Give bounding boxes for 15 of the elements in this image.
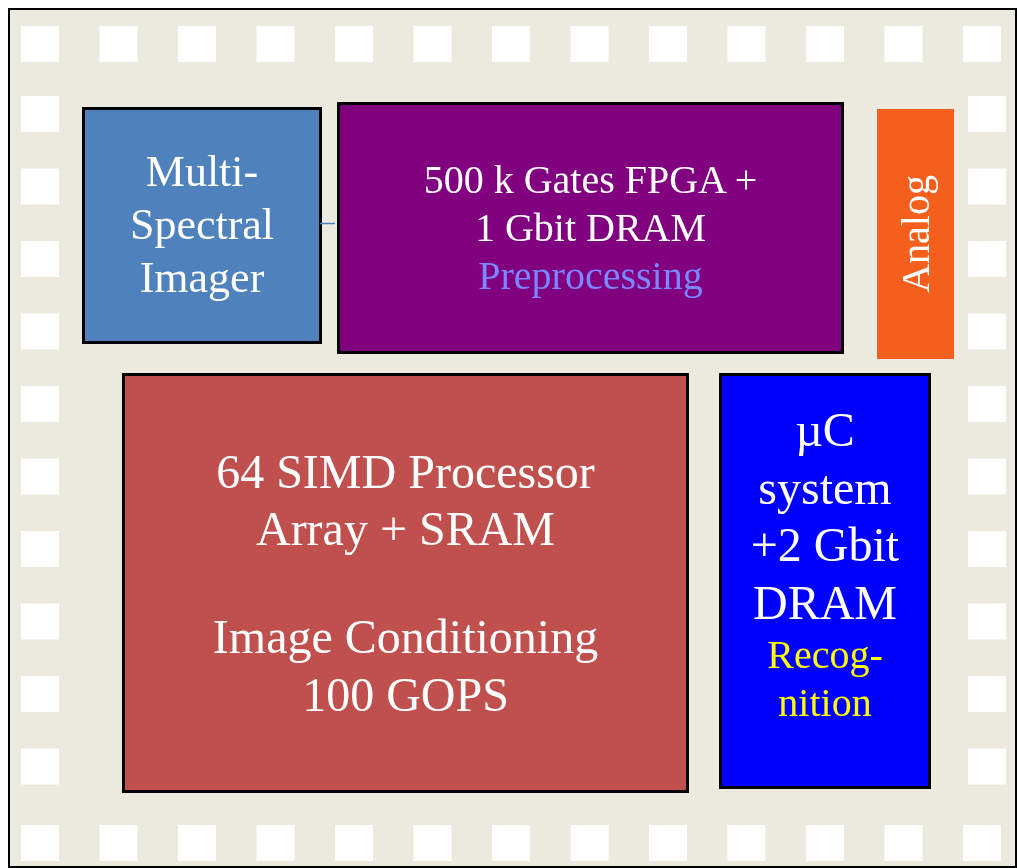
connector-line	[319, 222, 336, 225]
block-box	[877, 109, 954, 359]
block-label: µC system +2 Gbit DRAM	[749, 402, 901, 631]
function-label: Image Conditioning 100 GOPS	[211, 609, 600, 723]
function-label: Preprocessing	[478, 252, 703, 300]
function-label: Recog- nition	[766, 631, 884, 728]
block-box	[719, 373, 931, 789]
block-label: Analog	[891, 175, 939, 293]
block-label: 500 k Gates FPGA + 1 Gbit DRAM	[422, 156, 759, 252]
block-box	[82, 107, 322, 344]
chip-outline	[8, 8, 1017, 868]
block-box	[122, 373, 689, 793]
block-label: Multi- Spectral Imager	[128, 146, 276, 304]
block-label: 64 SIMD Processor Array + SRAM	[215, 443, 596, 558]
block-box	[337, 102, 844, 354]
